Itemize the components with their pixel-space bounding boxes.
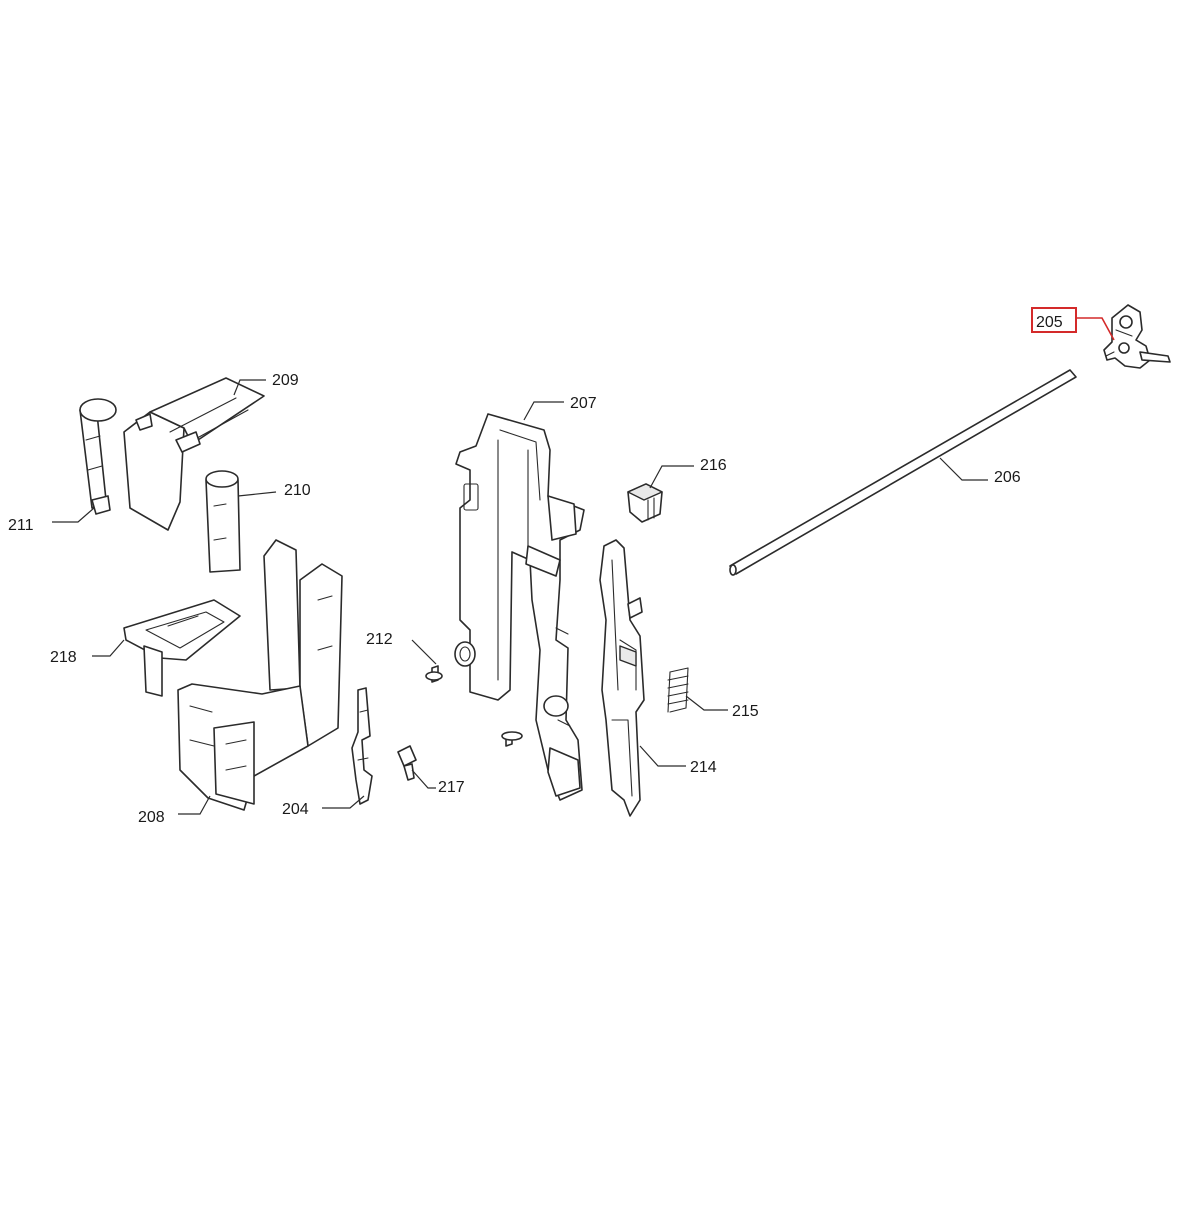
leader-204	[322, 795, 365, 809]
label-205: 205	[1036, 314, 1063, 331]
part-204[interactable]	[351, 687, 373, 805]
label-214: 214	[690, 759, 717, 776]
label-211: 211	[8, 517, 34, 534]
part-215[interactable]	[667, 667, 689, 713]
leader-211	[52, 507, 95, 523]
part-206[interactable]	[729, 369, 1077, 576]
label-209: 209	[272, 372, 299, 389]
part-207[interactable]	[454, 413, 585, 801]
leader-215	[685, 695, 728, 711]
part-218[interactable]	[123, 599, 241, 697]
leader-208	[178, 795, 211, 815]
part-217[interactable]	[397, 745, 417, 781]
part-209[interactable]	[123, 377, 265, 531]
label-217: 217	[438, 779, 465, 796]
label-210: 210	[284, 482, 311, 499]
callout-205: 205	[1031, 307, 1115, 341]
part-208[interactable]	[177, 539, 343, 811]
part-212[interactable]	[425, 665, 443, 683]
leader-218	[92, 639, 125, 657]
part-205[interactable]	[1103, 304, 1171, 369]
leader-206	[939, 457, 988, 481]
leader-214	[639, 745, 686, 767]
part-214[interactable]	[599, 539, 645, 817]
label-207: 207	[570, 395, 597, 412]
part-211[interactable]	[79, 398, 117, 515]
label-208: 208	[138, 809, 165, 826]
part-210[interactable]	[205, 470, 241, 573]
leader-212	[411, 639, 437, 665]
leader-216	[649, 465, 694, 489]
part-216[interactable]	[627, 483, 663, 523]
part-212-second-screw[interactable]	[501, 731, 523, 747]
label-206: 206	[994, 469, 1021, 486]
leader-210	[237, 491, 277, 497]
label-212: 212	[366, 631, 393, 648]
label-218: 218	[50, 649, 77, 666]
leader-209	[233, 379, 266, 396]
leader-207	[523, 401, 564, 421]
leader-217	[411, 769, 436, 789]
label-215: 215	[732, 703, 759, 720]
label-216: 216	[700, 457, 727, 474]
label-204: 204	[282, 801, 309, 818]
